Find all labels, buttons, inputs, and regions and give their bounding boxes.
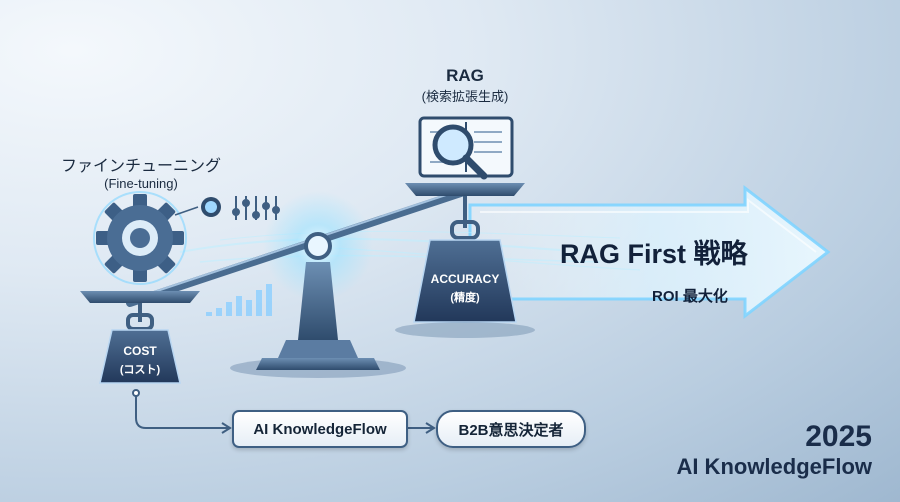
cost-weight-label: COST (コスト) [100,342,180,382]
cost-title: COST [123,344,157,358]
rag-first-arrow [468,184,831,320]
accuracy-weight [395,239,535,338]
left-pan [80,291,200,331]
flow-start-dot [132,389,140,397]
fine-tuning-label: ファインチューニング (Fine-tuning) [46,152,236,191]
flow-step-b2b: B2B意思決定者 [436,410,586,448]
tuning-dial-icon [174,197,221,217]
fine-tuning-title: ファインチューニング [60,158,221,175]
arrow-subtitle: ROI 最大化 [652,288,728,305]
accuracy-title: ACCURACY [430,272,500,286]
gear-icon [93,191,187,285]
fine-tuning-subtitle: (Fine-tuning) [104,176,178,191]
cost-subtitle: (コスト) [119,364,161,376]
arrow-text: RAG First 戦略 ROI 最大化 [560,232,810,306]
book-search-icon [418,116,514,180]
footer-brand: AI KnowledgeFlow [676,454,872,479]
arrow-title: RAG First 戦略 [560,239,748,269]
scale-beam [126,186,474,307]
growth-bars-icon [206,284,272,316]
rag-subtitle: (検索拡張生成) [421,89,509,104]
rag-title: RAG [446,66,484,85]
right-pan [405,183,525,240]
footer-year: 2025 [805,420,872,453]
accuracy-weight-label: ACCURACY (精度) [414,272,516,312]
rag-label: RAG (検索拡張生成) [395,66,535,105]
flow-step-knowledgeflow: AI KnowledgeFlow [232,410,408,448]
cost-weight [99,329,181,384]
footer: 2025 AI KnowledgeFlow [676,420,872,480]
accuracy-subtitle: (精度) [450,292,480,304]
scale-stand [230,262,406,378]
tuning-sliders-icon [232,196,280,220]
flow-connectors [135,395,436,434]
